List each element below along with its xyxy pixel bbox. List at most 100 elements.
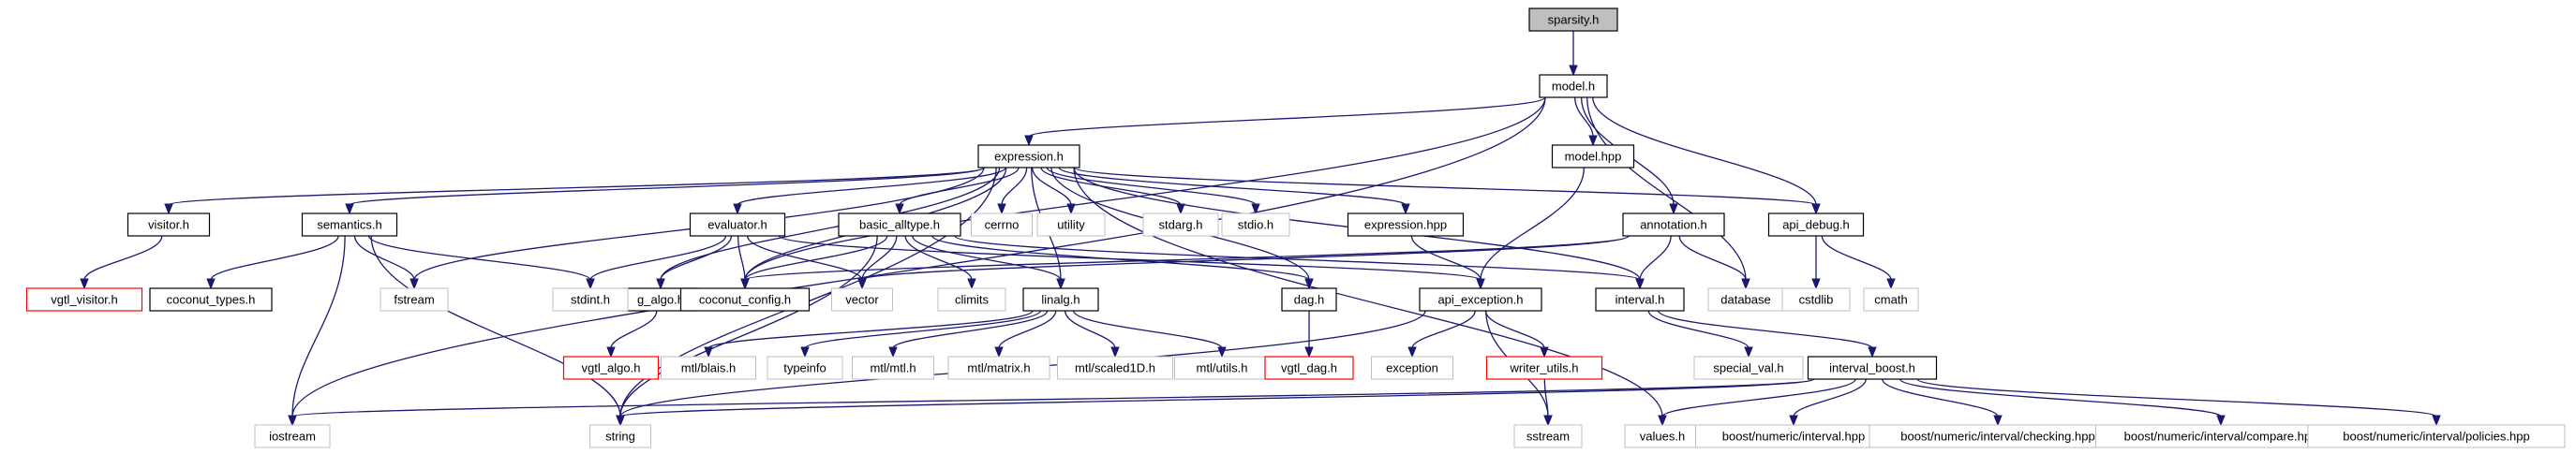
edge-interval_boost-to-boost_compare [1899, 378, 2226, 427]
node-cmath: cmath [1863, 287, 1919, 312]
edge-line [892, 310, 1049, 349]
node-label: values.h [1640, 430, 1685, 444]
edge-line [804, 310, 1041, 349]
edge-model-to-model_hpp [1574, 96, 1598, 147]
node-fstream: fstream [380, 287, 449, 312]
node-label: api_exception.h [1437, 293, 1523, 307]
arrowhead [994, 346, 1004, 359]
arrowhead [967, 278, 976, 290]
node-visitor[interactable]: visitor.h [127, 212, 211, 237]
edge-line [370, 235, 621, 417]
edge-expression_hpp-to-api_exception [1410, 235, 1485, 290]
node-stdio: stdio.h [1221, 212, 1290, 237]
node-database: database [1707, 287, 1784, 312]
arrowhead [1176, 203, 1185, 215]
node-linalg[interactable]: linalg.h [1022, 287, 1099, 312]
node-interval[interactable]: interval.h [1595, 287, 1685, 312]
edge-line [1073, 167, 1817, 206]
arrowhead [1993, 415, 2003, 427]
arrowhead [345, 203, 354, 215]
edge-basic_alltype-to-coconut_config [740, 235, 888, 290]
edge-line [861, 235, 898, 281]
node-sstream: sstream [1513, 424, 1583, 448]
edge-interval-to-interval_boost [1658, 310, 1877, 359]
edge-evaluator-to-g_algo [656, 235, 733, 290]
node-model-hpp[interactable]: model.hpp [1551, 144, 1635, 168]
node-box [589, 424, 651, 448]
node-typeinfo: typeinfo [767, 356, 843, 380]
node-annotation[interactable]: annotation.h [1622, 212, 1725, 237]
arrowhead [409, 278, 419, 290]
arrowhead [1886, 278, 1896, 290]
node-expression-hpp[interactable]: expression.hpp [1347, 212, 1465, 237]
edge-interval-to-special_val [1647, 310, 1753, 359]
arrowhead [1811, 203, 1821, 215]
arrowhead [1669, 203, 1678, 215]
edge-line [291, 96, 1546, 417]
edge-line [912, 235, 1062, 281]
edge-line [83, 235, 163, 281]
edge-expression-to-utility [1031, 167, 1076, 215]
node-box [1419, 287, 1542, 312]
edge-line [899, 167, 1020, 206]
node-expression[interactable]: expression.h [977, 144, 1080, 168]
node-label: mtl/mtl.h [870, 361, 916, 375]
edge-line [744, 235, 888, 281]
node-box [937, 287, 1006, 312]
node-box [149, 287, 273, 312]
node-box [947, 356, 1050, 380]
node-semantics[interactable]: semantics.h [301, 212, 398, 237]
node-interval-boost[interactable]: interval_boost.h [1807, 356, 1938, 380]
edge-interval_boost-to-string [616, 378, 1815, 427]
edge-model-to-expression [1024, 96, 1546, 147]
node-label: cerrno [985, 218, 1020, 232]
edge-line [1574, 96, 1594, 138]
arrowhead [1789, 415, 1798, 427]
node-iostream: iostream [254, 424, 331, 448]
edge-basic_alltype-to-vector [857, 235, 898, 290]
node-mtl-mtl: mtl/mtl.h [852, 356, 934, 380]
node-mtl-blais: mtl/blais.h [661, 356, 756, 380]
edge-line [349, 167, 985, 206]
node-evaluator[interactable]: evaluator.h [689, 212, 786, 237]
node-basic-alltype[interactable]: basic_alltype.h [838, 212, 961, 237]
node-coconut-config[interactable]: coconut_config.h [679, 287, 811, 312]
node-label: vgtl_algo.h [582, 361, 641, 375]
edge-basic_alltype-to-dag [931, 235, 1314, 290]
edge-model_hpp-to-api_exception [1476, 167, 1586, 290]
edge-interval_boost-to-boost_checking [1882, 378, 2003, 427]
node-model[interactable]: model.h [1539, 74, 1608, 98]
node-label: interval.h [1616, 293, 1665, 307]
node-box [1264, 356, 1354, 380]
node-label: linalg.h [1041, 293, 1080, 307]
edge-visitor-to-vgtl_visitor [80, 235, 163, 290]
node-exception: exception [1371, 356, 1453, 380]
node-box [301, 212, 398, 237]
node-box [852, 356, 934, 380]
node-coconut-types[interactable]: coconut_types.h [149, 287, 273, 312]
node-box [1539, 74, 1608, 98]
node-box [127, 212, 211, 237]
node-label: writer_utils.h [1510, 361, 1579, 375]
edge-line [1647, 310, 1750, 349]
node-label: visitor.h [148, 218, 189, 232]
arrowhead [1251, 203, 1260, 215]
node-box [838, 212, 961, 237]
node-api-exception[interactable]: api_exception.h [1419, 287, 1542, 312]
edge-line [1543, 378, 1549, 417]
node-box [1622, 212, 1725, 237]
edge-line [1586, 96, 1747, 281]
edge-writer_utils-to-sstream [1543, 378, 1553, 427]
arrowhead [1741, 278, 1750, 290]
edge-line [1064, 310, 1116, 349]
edge-line [168, 167, 985, 206]
node-api-debug[interactable]: api_debug.h [1767, 212, 1865, 237]
node-box [971, 212, 1033, 237]
edge-expression-to-stdio [1046, 167, 1260, 215]
node-dag[interactable]: dag.h [1281, 287, 1337, 312]
node-label: dag.h [1294, 293, 1325, 307]
node-box [1807, 356, 1938, 380]
node-label: coconut_types.h [167, 293, 256, 307]
edge-line [1046, 167, 1257, 206]
